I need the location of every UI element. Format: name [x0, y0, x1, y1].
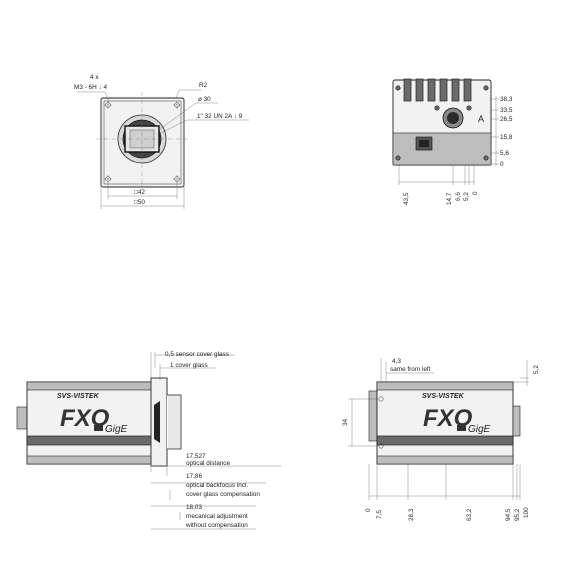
back-dim-38-3: 38,3 — [500, 96, 513, 103]
back-datum: A — [478, 114, 484, 124]
top-right-value: 5,2 — [533, 365, 540, 374]
side-mech-line2: without compensation — [185, 522, 248, 529]
side-cover-glass: 1 cover glass — [170, 362, 208, 369]
side-brand: SVS-VISTEK — [57, 393, 100, 400]
front-width-inner: □42 — [134, 189, 145, 196]
front-mount-thread: 1" 32 UN 2A ↓ 9 — [197, 113, 243, 120]
side-mech-line1: mecanical adjustment — [186, 513, 248, 520]
side-backfocus-line1: optical backfocus incl. — [186, 482, 248, 489]
top-interface: GigE — [468, 424, 491, 435]
top-mount-stub — [512, 405, 521, 437]
side-optical-distance-value: 17,527 — [186, 453, 206, 460]
back-dim-0: 0 — [472, 191, 479, 195]
back-view: 38,3 33,5 26,5 15,8 5,6 0 A 43,5 14,7 6,… — [392, 78, 513, 205]
front-diameter: ⌀ 30 — [198, 96, 211, 103]
side-mech-value: 18,03 — [186, 504, 202, 511]
back-dim-43-5: 43,5 — [403, 192, 410, 205]
front-hole-count: 4 x — [90, 74, 99, 81]
top-dim-28-3: 28,3 — [408, 508, 415, 521]
side-optical-distance-label: optical distance — [186, 460, 230, 467]
side-connector-stub — [16, 406, 28, 430]
side-view: SVS-VISTEK FXO GigE 0,5 sensor cover gla… — [16, 351, 281, 530]
side-backfocus-value: 17,86 — [186, 473, 202, 480]
back-dim-26-5: 26,5 — [500, 116, 513, 123]
side-sensor-cover: 0,5 sensor cover glass — [165, 351, 229, 358]
back-dim-6-6: 6,6 — [455, 192, 462, 201]
front-mounting-holes — [104, 101, 181, 183]
back-dim-5-2: 5,2 — [463, 192, 470, 201]
top-dim-7-5: 7,5 — [376, 510, 383, 519]
back-dim-14-7: 14,7 — [446, 192, 453, 205]
front-thread-spec: M3 - 6H ↓ 4 — [74, 84, 107, 91]
front-view: 4 x M3 - 6H ↓ 4 R2 ⌀ 30 1" 32 UN 2A ↓ 9 … — [74, 74, 249, 209]
top-dim-95-2: 95,2 — [514, 508, 521, 521]
top-rear-stub — [368, 390, 378, 442]
side-body — [26, 381, 152, 465]
side-bottom-band — [26, 435, 152, 446]
back-screws — [395, 85, 489, 161]
side-backfocus-line2: cover glass compensation — [186, 491, 260, 498]
top-dim-63-2: 63,2 — [466, 508, 473, 521]
front-inner-frame — [103, 100, 182, 185]
top-dim-94-5: 94,5 — [505, 508, 512, 521]
back-lower-panel — [392, 132, 492, 166]
back-dim-5-6: 5,6 — [500, 150, 509, 157]
front-radius: R2 — [199, 82, 208, 89]
top-brand: SVS-VISTEK — [422, 393, 465, 400]
back-dim-15-8: 15,8 — [500, 134, 513, 141]
side-top-band — [26, 381, 152, 391]
top-offset-label: same from left — [390, 366, 431, 373]
front-width-outer: □50 — [134, 199, 145, 206]
side-mount-thread — [167, 394, 182, 450]
top-view: SVS-VISTEK FXO GigE 4,3 same from left 3… — [342, 358, 540, 521]
top-offset-value: 4,3 — [392, 358, 401, 365]
back-dim-0: 0 — [500, 161, 504, 168]
top-height-value: 34 — [342, 418, 349, 426]
back-dim-33-5: 33,5 — [500, 107, 513, 114]
side-interface: GigE — [105, 424, 128, 435]
top-dim-100: 100 — [523, 507, 530, 518]
top-body — [376, 381, 514, 465]
heat-fins — [403, 78, 472, 102]
top-dim-0: 0 — [365, 508, 372, 512]
